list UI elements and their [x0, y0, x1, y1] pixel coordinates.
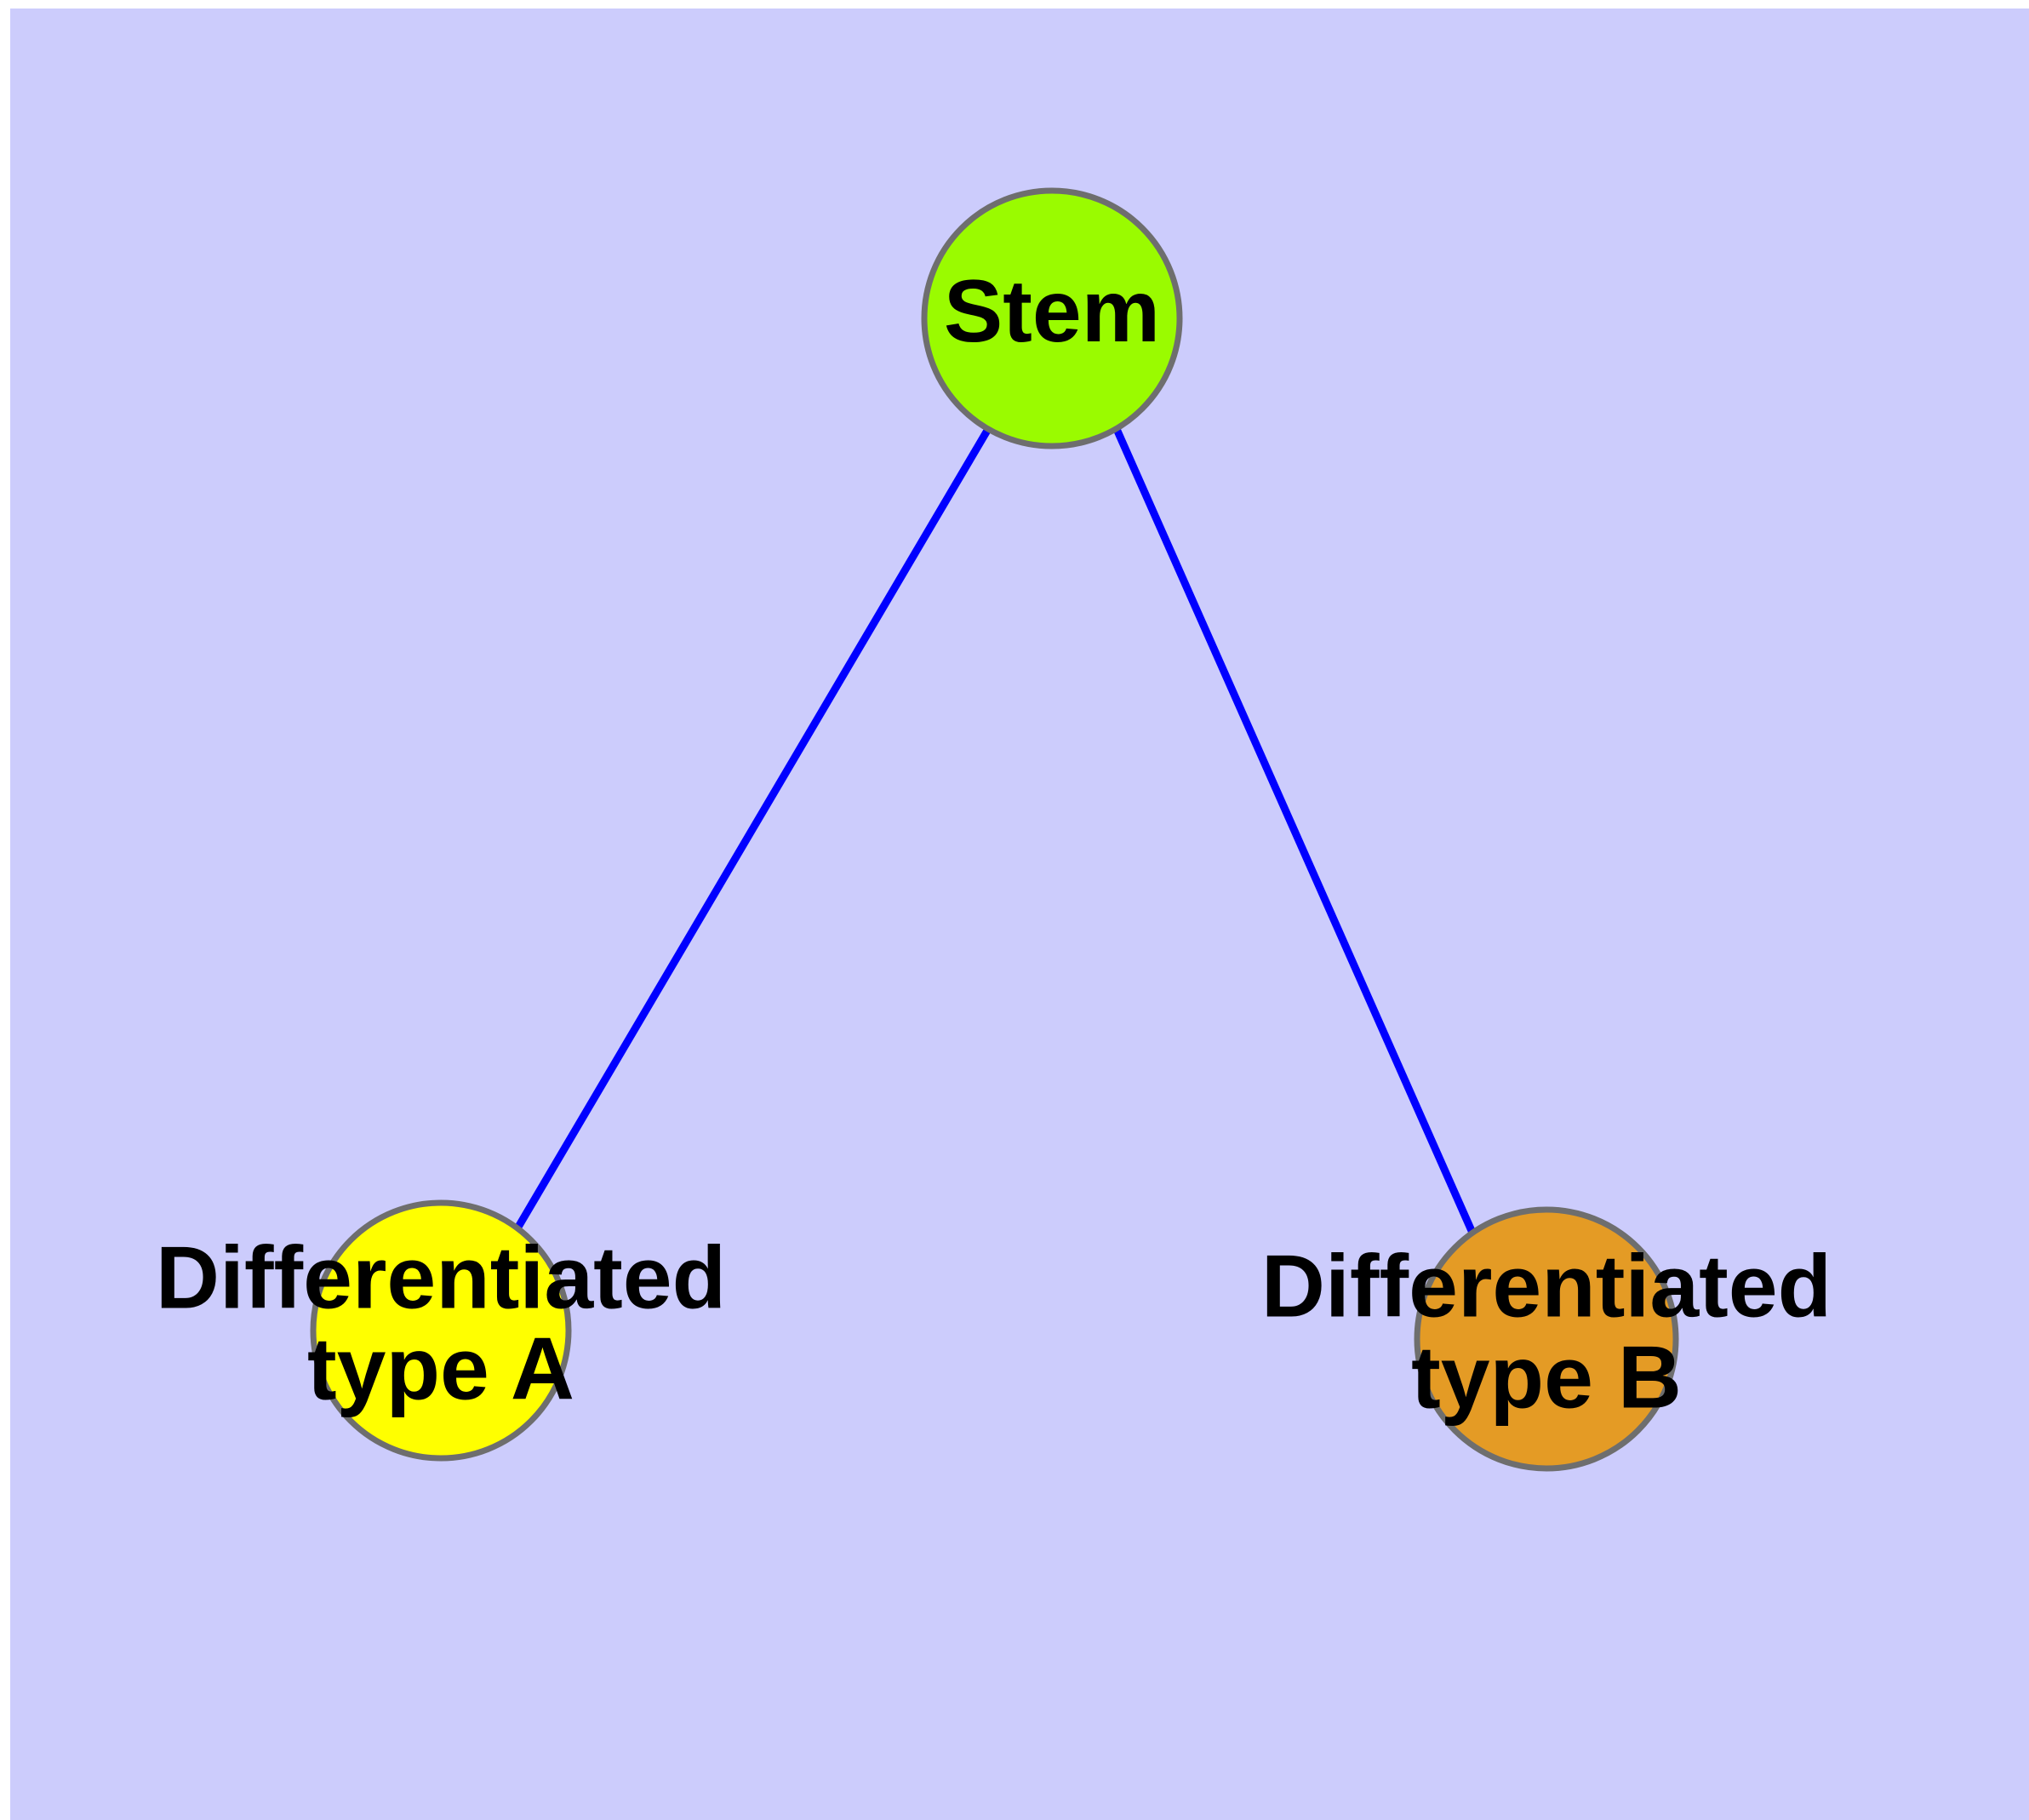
node-diff_a[interactable] — [310, 1199, 572, 1462]
node-label-line: Differentiated — [1261, 1238, 1832, 1336]
edge-stem-diff_a[interactable] — [514, 426, 992, 1231]
node-stem[interactable] — [921, 187, 1183, 449]
node-label-line: Stem — [944, 262, 1160, 361]
edge-stem-diff_b[interactable] — [1112, 427, 1477, 1234]
node-label-line: Differentiated — [156, 1229, 726, 1328]
node-label-line: type A — [307, 1320, 574, 1419]
node-label-line: type B — [1411, 1329, 1682, 1428]
node-diff_b[interactable] — [1414, 1206, 1679, 1472]
edges-layer — [514, 426, 1477, 1234]
node-label-stem: Stem — [944, 262, 1160, 361]
nodes-layer — [310, 187, 1679, 1472]
